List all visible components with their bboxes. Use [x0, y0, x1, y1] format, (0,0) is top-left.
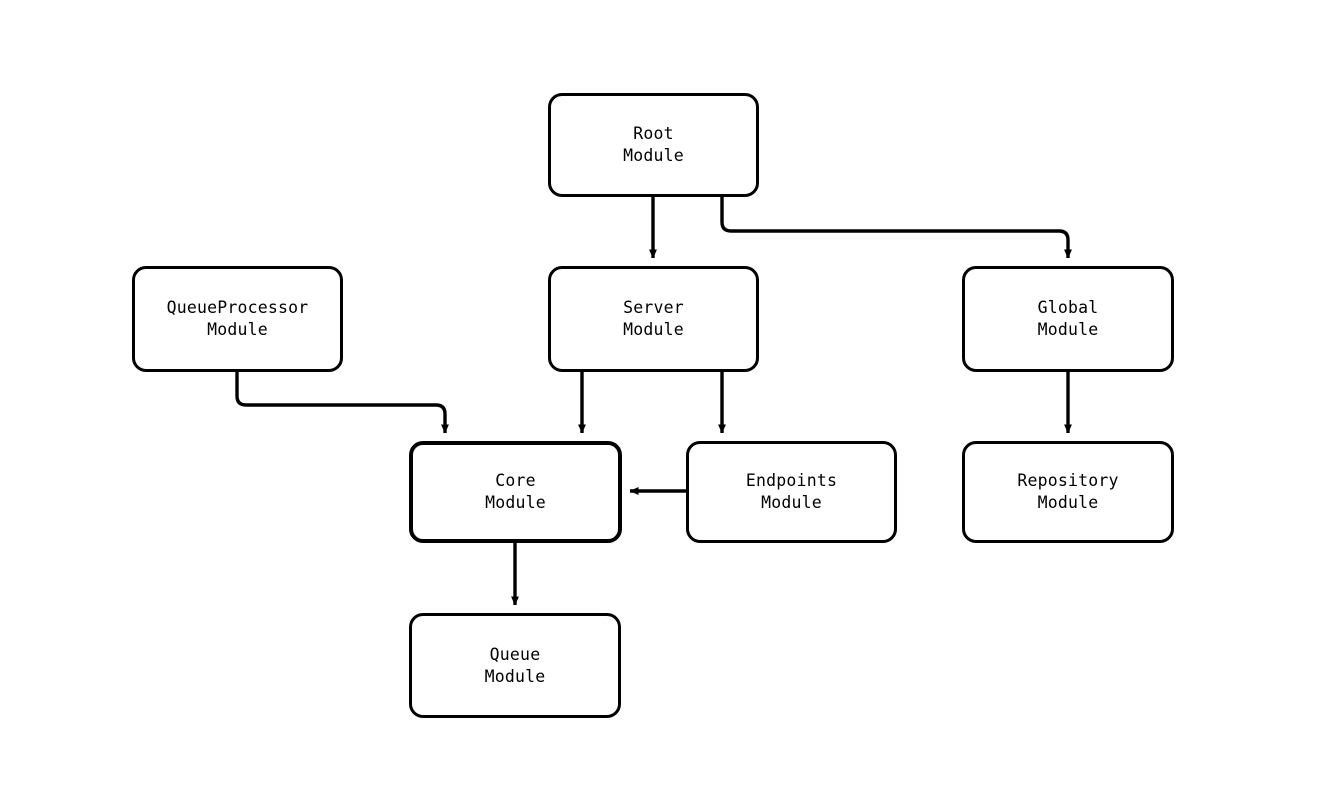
node-core-module-label: Core Module — [485, 471, 546, 512]
node-root-module-label: Root Module — [623, 124, 684, 165]
node-queue-module[interactable]: Queue Module — [409, 613, 621, 718]
edge-root-to-global — [720, 197, 1072, 259]
node-server-module[interactable]: Server Module — [548, 266, 759, 372]
edge-queueprocessor-to-core — [235, 372, 449, 434]
node-root-module[interactable]: Root Module — [548, 93, 759, 197]
node-queueprocessor-module-label: QueueProcessor Module — [166, 298, 309, 339]
node-global-module-label: Global Module — [1037, 298, 1099, 339]
node-queue-module-label: Queue Module — [484, 644, 546, 686]
node-core-module[interactable]: Core Module — [409, 441, 622, 543]
node-endpoints-module[interactable]: Endpoints Module — [686, 441, 897, 543]
node-queueprocessor-module[interactable]: QueueProcessor Module — [132, 266, 343, 372]
node-global-module[interactable]: Global Module — [962, 266, 1174, 372]
node-endpoints-module-label: Endpoints Module — [745, 471, 838, 512]
edge-group — [235, 197, 1072, 606]
node-repository-module[interactable]: Repository Module — [962, 441, 1174, 543]
node-repository-module-label: Repository Module — [1017, 471, 1119, 512]
node-server-module-label: Server Module — [623, 298, 684, 339]
